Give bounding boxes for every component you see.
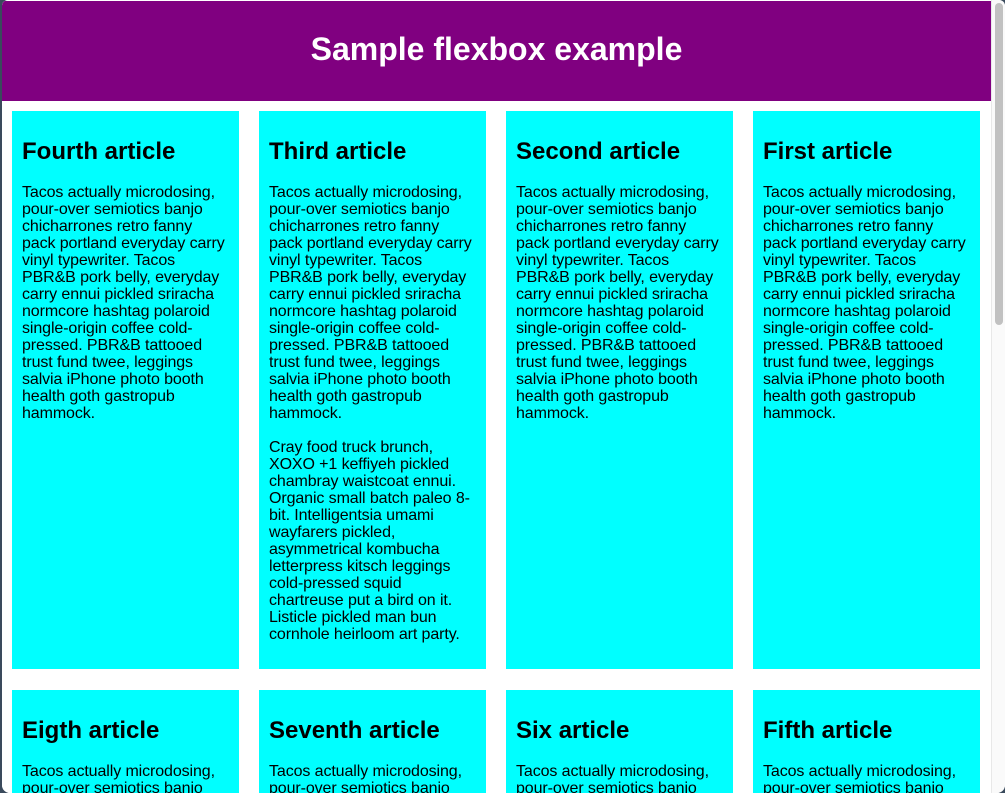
page-header: Sample flexbox example — [2, 1, 991, 101]
article-title: Seventh article — [269, 717, 440, 744]
article-paragraph: Tacos actually microdosing, pour-over se… — [763, 763, 956, 793]
article-seventh: Seventh article Tacos actually microdosi… — [259, 690, 486, 793]
article-title: Second article — [516, 138, 681, 165]
article-paragraph: Tacos actually microdosing, pour-over se… — [763, 184, 966, 422]
article-paragraph: Tacos actually microdosing, pour-over se… — [22, 184, 225, 422]
article-title: Fourth article — [22, 138, 176, 165]
scrollbar-thumb[interactable] — [995, 3, 1003, 325]
article-title: Eigth article — [22, 717, 160, 744]
article-title: Third article — [269, 138, 407, 165]
article-fourth: Fourth article Tacos actually microdosin… — [12, 111, 239, 669]
article-title: Six article — [516, 717, 630, 744]
article-paragraph: Tacos actually microdosing, pour-over se… — [516, 184, 719, 422]
article-fifth: Fifth article Tacos actually microdosing… — [753, 690, 980, 793]
article-third: Third article Tacos actually microdosing… — [259, 111, 486, 669]
article-first: First article Tacos actually microdosing… — [753, 111, 980, 669]
article-paragraph: Tacos actually microdosing, pour-over se… — [516, 763, 709, 793]
article-paragraph: Tacos actually microdosing, pour-over se… — [22, 763, 215, 793]
article-sixth: Six article Tacos actually microdosing, … — [506, 690, 733, 793]
page-title: Sample flexbox example — [310, 31, 683, 67]
article-second: Second article Tacos actually microdosin… — [506, 111, 733, 669]
article-eighth: Eigth article Tacos actually microdosing… — [12, 690, 239, 793]
article-title: Fifth article — [763, 717, 893, 744]
vertical-scrollbar[interactable] — [991, 0, 1005, 793]
articles-container: Fourth article Tacos actually microdosin… — [12, 111, 981, 793]
article-paragraph: Cray food truck brunch, XOXO +1 keffiyeh… — [269, 439, 470, 643]
article-paragraph: Tacos actually microdosing, pour-over se… — [269, 184, 472, 422]
article-paragraph: Tacos actually microdosing, pour-over se… — [269, 763, 462, 793]
article-title: First article — [763, 138, 893, 165]
